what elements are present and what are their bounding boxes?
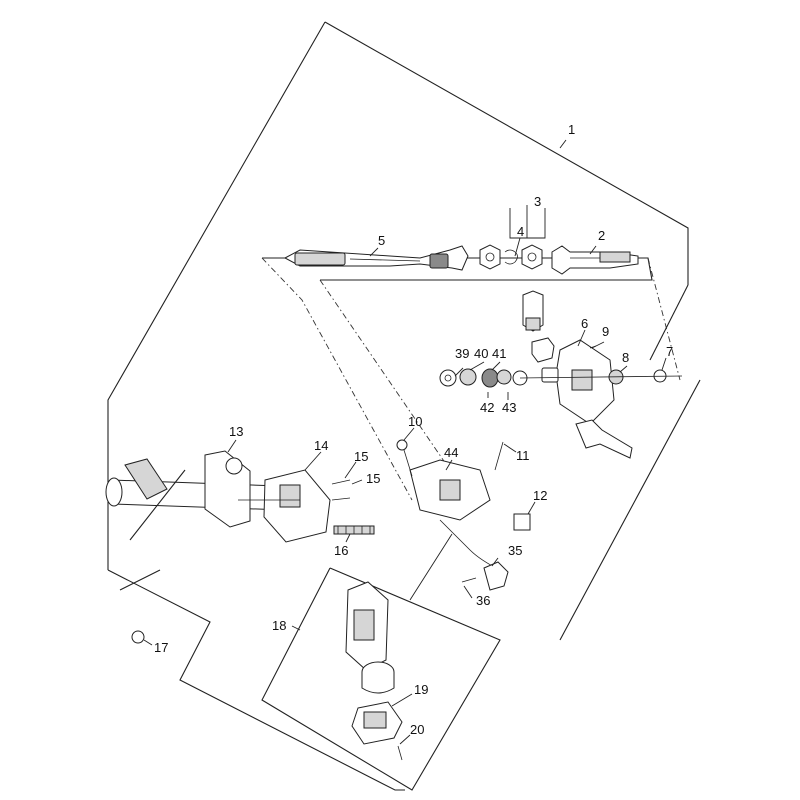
callout-36: 36 xyxy=(476,593,490,608)
callout-41: 41 xyxy=(492,346,506,361)
callout-15-lower: 15 xyxy=(366,471,380,486)
callout-20: 20 xyxy=(410,722,424,737)
callout-12: 12 xyxy=(533,488,547,503)
column-tube xyxy=(105,450,375,644)
callout-5: 5 xyxy=(378,233,385,248)
callout-17: 17 xyxy=(154,640,168,655)
callout-10: 10 xyxy=(408,414,422,429)
callout-18: 18 xyxy=(272,618,286,633)
assembly-frame xyxy=(107,21,701,791)
callout-40: 40 xyxy=(474,346,488,361)
callout-39: 39 xyxy=(455,346,469,361)
callout-11: 11 xyxy=(516,448,530,463)
callout-44: 44 xyxy=(444,445,458,460)
callout-15-upper: 15 xyxy=(354,449,368,464)
lock-housing xyxy=(396,439,531,601)
callout-6: 6 xyxy=(581,316,588,331)
multifunction-switch-assembly xyxy=(439,290,683,459)
part-5-intermediate-shaft xyxy=(283,245,469,271)
callout-labels: 1 2 3 4 5 6 7 8 9 10 11 12 13 14 15 15 1… xyxy=(154,122,673,737)
callout-8: 8 xyxy=(622,350,629,365)
callout-2: 2 xyxy=(598,228,605,243)
callout-7: 7 xyxy=(666,344,673,359)
callout-19: 19 xyxy=(414,682,428,697)
callout-3: 3 xyxy=(534,194,541,209)
callout-1: 1 xyxy=(568,122,575,137)
callout-13: 13 xyxy=(229,424,243,439)
callout-43: 43 xyxy=(502,400,516,415)
ignition-lock-subassembly xyxy=(261,567,501,791)
callout-16: 16 xyxy=(334,543,348,558)
callout-42: 42 xyxy=(480,400,494,415)
part-3-4-coupling xyxy=(479,244,543,270)
callout-9: 9 xyxy=(602,324,609,339)
leader-lines xyxy=(143,139,667,745)
callout-4: 4 xyxy=(517,224,524,239)
part-2-steering-shaft xyxy=(551,245,639,275)
callout-35: 35 xyxy=(508,543,522,558)
callout-14: 14 xyxy=(314,438,328,453)
